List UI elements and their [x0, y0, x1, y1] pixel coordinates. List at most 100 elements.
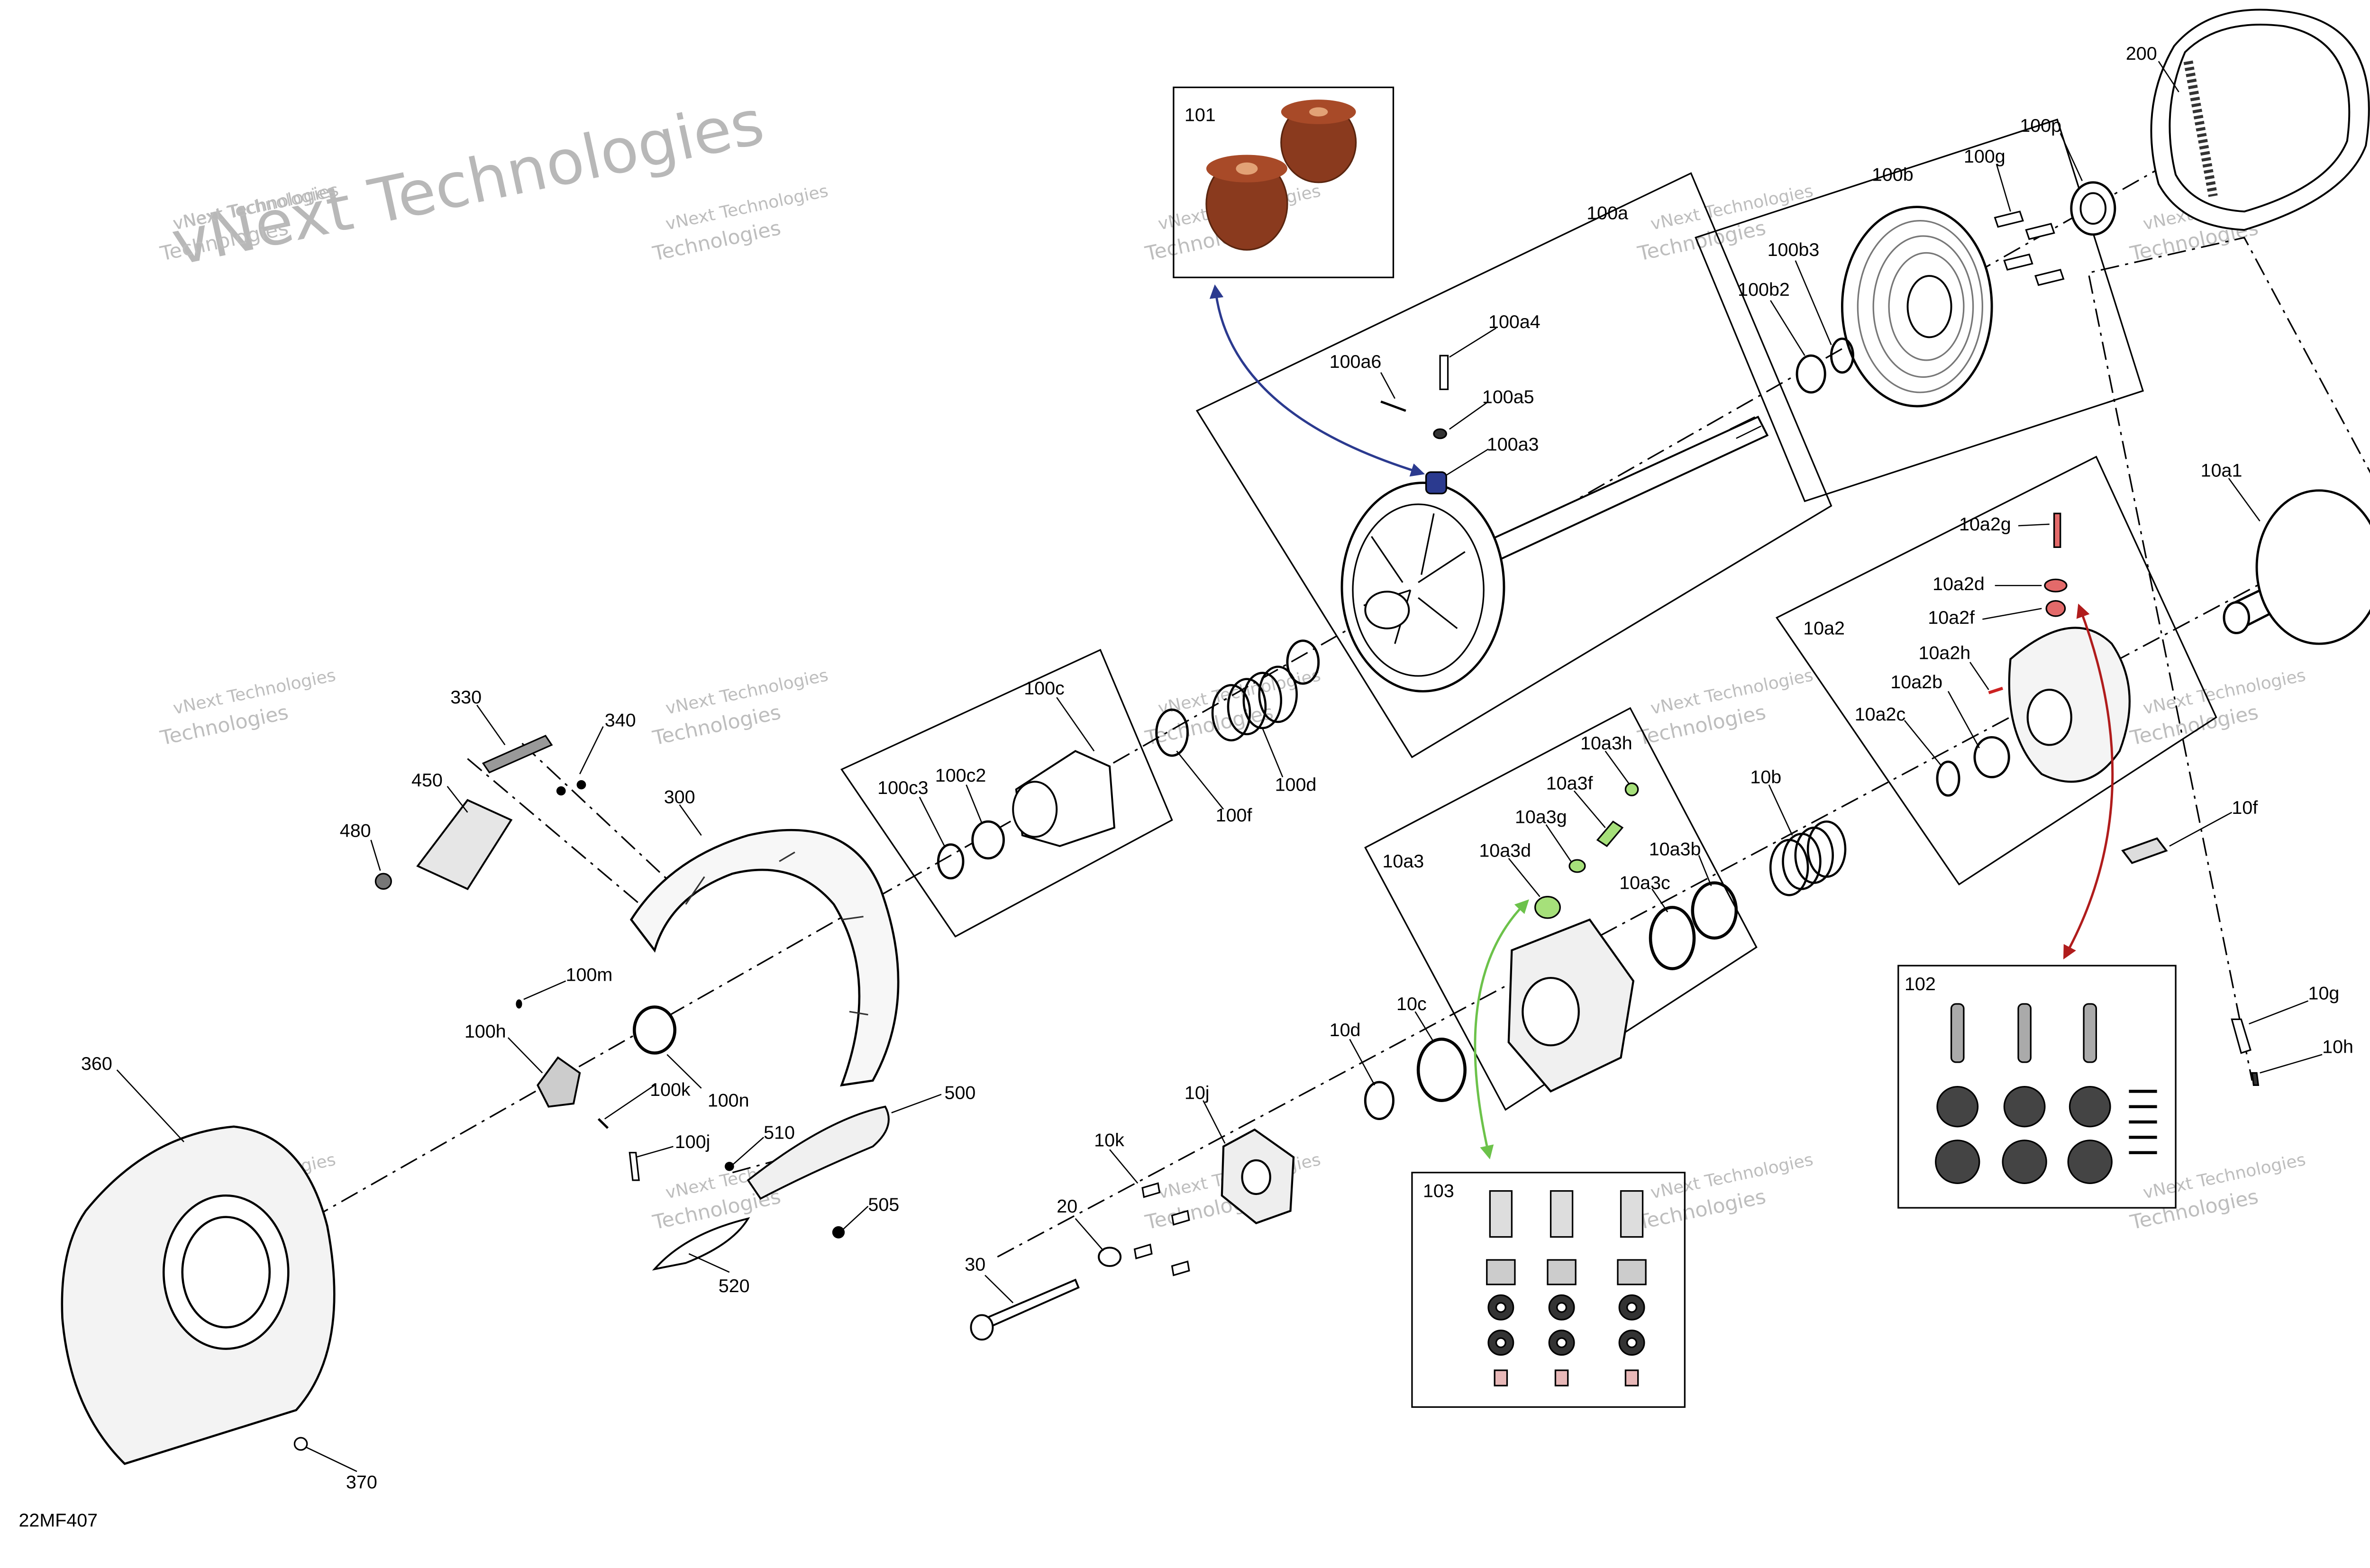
drive-housing-360 [61, 1125, 336, 1465]
label-10a2b: 10a2b [1890, 672, 1942, 693]
belt-guard-300 [629, 829, 900, 1087]
label-200: 200 [2126, 44, 2157, 64]
drive-belt [2150, 9, 2370, 231]
spring-10b [1769, 820, 1847, 896]
label-100c3: 100c3 [877, 778, 928, 798]
label-100c2: 100c2 [935, 766, 986, 786]
label-10a2: 10a2 [1803, 619, 1845, 639]
label-10h: 10h [2322, 1037, 2353, 1057]
washer-100n [632, 1005, 676, 1055]
label-103: 103 [1423, 1181, 1454, 1202]
label-330: 330 [450, 688, 482, 708]
label-102: 102 [1905, 974, 1936, 994]
label-10b: 10b [1750, 767, 1781, 788]
label-100n: 100n [708, 1091, 749, 1111]
label-100g: 100g [1964, 146, 2005, 167]
washer-10a3g-highlight [1568, 859, 1586, 873]
ring-100b3 [1830, 337, 1854, 374]
group-box-10a2 [1775, 456, 2217, 886]
ring-100f [1155, 708, 1189, 757]
label-10a2g: 10a2g [1959, 514, 2011, 535]
label-100a4: 100a4 [1488, 312, 1540, 332]
group-boxes [840, 86, 2217, 1408]
clip-10f [2121, 837, 2168, 864]
bearing-10a3c [1649, 906, 1696, 970]
label-100a: 100a [1586, 203, 1628, 224]
nut-505 [832, 1226, 845, 1239]
label-100c: 100c [1024, 678, 1065, 699]
kit-box-103 [1411, 1172, 1686, 1408]
secondary-axis [997, 524, 2370, 1258]
bearing-10c [1416, 1038, 1467, 1102]
label-100b2: 100b2 [1738, 280, 1790, 300]
group-box-10a3 [1364, 707, 1758, 1111]
label-100a3: 100a3 [1487, 435, 1539, 455]
pin-10g [2231, 1018, 2252, 1054]
label-10a2c: 10a2c [1855, 704, 1905, 725]
kit-103-contents [1486, 1190, 1647, 1386]
label-10a2d: 10a2d [1932, 574, 1985, 594]
label-480: 480 [340, 821, 371, 841]
grommet-370 [293, 1437, 308, 1451]
screws-100g [1994, 210, 2065, 286]
group-box-100b [1695, 119, 2144, 502]
roller-10a2f-highlight [2045, 600, 2066, 617]
ring-10d [1364, 1081, 1395, 1120]
guard-fastener-axis [467, 758, 656, 917]
label-10a3c: 10a3c [1619, 873, 1670, 893]
ring-100c3 [937, 843, 965, 880]
callout-arrow-blue [1209, 284, 1425, 477]
hub-100c [1012, 750, 1116, 847]
nut-340 [556, 786, 566, 796]
group-box-100c [840, 648, 1173, 938]
label-300: 300 [664, 787, 695, 808]
pin-10a3h-highlight [1624, 782, 1639, 796]
label-10g: 10g [2308, 984, 2340, 1004]
screw-100a4 [1439, 355, 1449, 390]
callout-arrow-green [1474, 899, 1529, 1159]
label-100j: 100j [675, 1132, 711, 1152]
fixed-sheave-10a1 [2223, 489, 2370, 645]
ring-100d-small [1286, 639, 1320, 685]
flange-10j [1221, 1128, 1295, 1224]
label-10a3g: 10a3g [1515, 807, 1567, 828]
pin-10a2g-highlight [2053, 512, 2061, 548]
label-100d: 100d [1275, 775, 1317, 795]
ring-10a3b [1691, 881, 1738, 940]
label-10a2h: 10a2h [1919, 643, 1971, 664]
label-100m: 100m [566, 965, 613, 985]
screws-10k [1133, 1182, 1190, 1276]
grill-450 [416, 799, 513, 890]
bushing-10a3f-highlight [1596, 820, 1624, 848]
label-450: 450 [411, 770, 443, 791]
label-510: 510 [764, 1123, 795, 1143]
kit-101-caps [1205, 100, 1357, 251]
label-100p: 100p [2020, 116, 2061, 136]
bushing-100c2 [971, 820, 1005, 860]
kit-box-101 [1173, 86, 1395, 278]
screw-10h [2251, 1072, 2260, 1086]
sheave-100b [1841, 206, 1993, 408]
bushing-10a2b [1973, 736, 2010, 778]
spider-10a3 [1507, 918, 1635, 1093]
label-100f: 100f [1216, 806, 1252, 826]
belt-route-line [2087, 237, 2370, 1081]
label-101: 101 [1185, 105, 1216, 126]
label-10a3b: 10a3b [1649, 839, 1701, 860]
group-box-100a [1195, 172, 1832, 758]
label-505: 505 [868, 1195, 899, 1215]
callout-arrow-red [2063, 603, 2114, 960]
screw-510 [724, 1162, 734, 1171]
label-100b3: 100b3 [1768, 240, 1820, 260]
label-10a3f: 10a3f [1546, 774, 1593, 794]
kit-102-contents [1935, 1003, 2157, 1184]
pin-520 [652, 1217, 750, 1271]
screw-100j [629, 1152, 640, 1181]
washer-100a5 [1433, 428, 1447, 439]
cap-10a2d-highlight [2044, 578, 2068, 593]
pin-100a6 [1380, 400, 1406, 412]
sheave-100a [1340, 482, 1505, 693]
label-10j: 10j [1185, 1083, 1210, 1103]
pin-100m [516, 999, 522, 1009]
